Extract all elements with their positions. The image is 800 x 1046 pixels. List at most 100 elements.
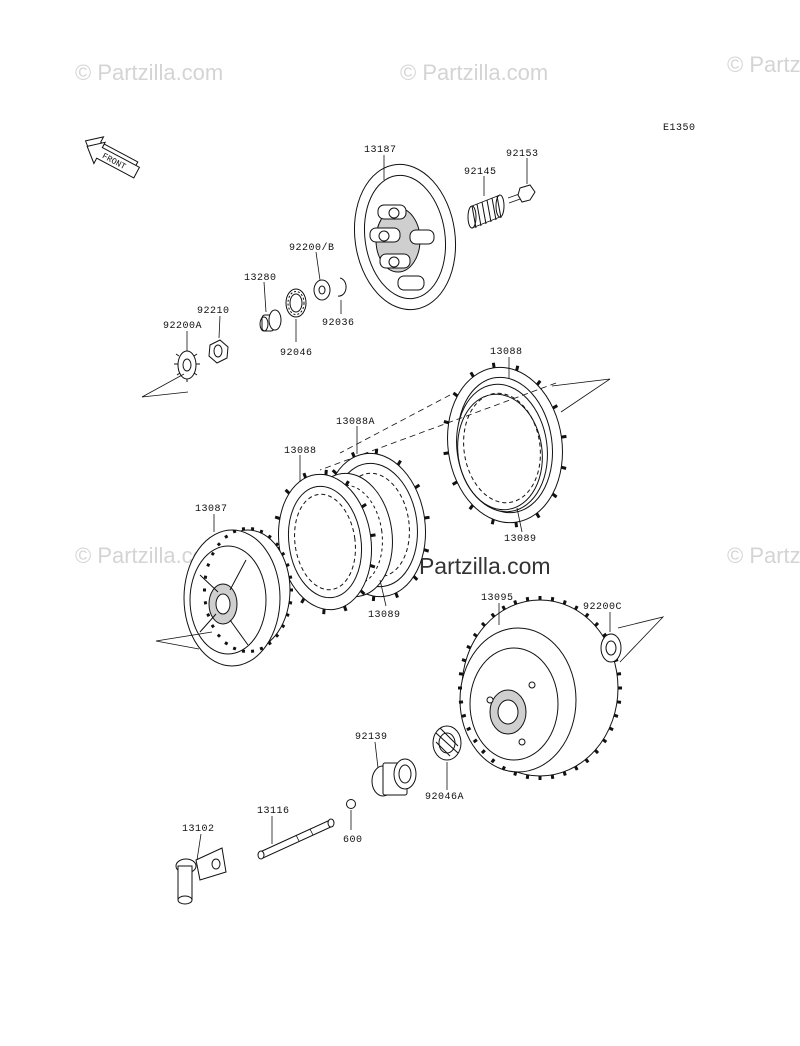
label-13088a: 13088A [336, 417, 375, 428]
tooth-mark [216, 542, 222, 547]
tooth-mark [374, 448, 379, 455]
label-92145: 92145 [464, 167, 497, 178]
bearing-92046 [285, 288, 307, 318]
tooth-mark [210, 624, 215, 629]
watermark-top-right: © Partzilla.com [727, 52, 800, 77]
pressure-plate-13187 [353, 163, 457, 311]
tooth-mark [562, 771, 567, 776]
tooth-mark [414, 483, 421, 490]
watermark-top-center: © Partzilla.com [400, 60, 548, 85]
tooth-mark [469, 371, 475, 378]
label-600: 600 [343, 835, 363, 846]
diagram-code: E1350 [663, 123, 696, 134]
tooth-mark [584, 612, 590, 618]
tooth-mark [267, 534, 272, 539]
lever-13102 [175, 847, 227, 905]
tooth-mark [514, 521, 519, 528]
label-13280: 13280 [244, 273, 277, 284]
tooth-mark [616, 700, 622, 704]
label-92036: 92036 [322, 318, 355, 329]
tooth-mark [443, 451, 449, 456]
label-92200a: 92200A [163, 321, 202, 332]
tooth-mark [285, 563, 290, 567]
tooth-mark [206, 563, 211, 567]
tooth-mark [574, 765, 579, 771]
label-13089-mid: 13089 [368, 610, 401, 621]
tooth-mark [461, 713, 467, 718]
tooth-mark [451, 480, 458, 486]
tooth-mark [274, 633, 280, 638]
tooth-mark [584, 758, 590, 764]
tooth-mark [342, 605, 348, 612]
tooth-mark [616, 672, 622, 676]
tooth-mark [561, 434, 567, 439]
tooth-mark [288, 575, 293, 579]
pushrod-13116 [257, 818, 335, 860]
tooth-mark [300, 597, 306, 604]
tooth-mark [515, 365, 520, 371]
tooth-mark [452, 391, 459, 398]
tooth-mark [461, 658, 467, 663]
tooth-mark [468, 504, 474, 511]
watermark-top-left: © Partzilla.com [75, 60, 223, 85]
watermark-mid-right: © Partzilla.com [727, 543, 800, 568]
label-92046: 92046 [280, 348, 313, 359]
label-92139: 92139 [355, 732, 388, 743]
tooth-mark [203, 575, 208, 579]
tooth-mark [562, 600, 567, 605]
label-92153: 92153 [506, 149, 539, 160]
tooth-mark [288, 601, 293, 605]
tooth-mark [501, 605, 506, 611]
tooth-mark [412, 575, 419, 581]
tooth-mark [472, 738, 478, 744]
tooth-mark [613, 713, 619, 718]
tooth-mark [501, 765, 506, 771]
tooth-mark [344, 480, 350, 487]
watermark-center: ©Partzilla.com [402, 553, 551, 579]
bolt-92153 [507, 184, 536, 204]
tooth-mark [551, 492, 558, 499]
tooth-mark [203, 601, 208, 605]
tooth-mark [608, 726, 614, 732]
tooth-mark [423, 548, 430, 553]
tooth-mark [267, 641, 272, 646]
tooth-mark [285, 613, 290, 617]
spring-92145 [467, 194, 505, 229]
washer-92200b [313, 279, 331, 301]
tooth-mark [560, 465, 567, 470]
label-13087: 13087 [195, 504, 228, 515]
tooth-mark [369, 563, 376, 569]
label-13088-left: 13088 [284, 446, 317, 457]
label-92200b: 92200/B [289, 242, 335, 254]
tooth-mark [535, 512, 541, 519]
tooth-mark [550, 596, 555, 602]
tooth-mark [525, 596, 530, 602]
label-13102: 13102 [182, 824, 215, 835]
pusher-13280 [259, 309, 282, 332]
tooth-mark [536, 379, 542, 386]
steel-plate-13089-right [457, 393, 543, 511]
tooth-mark [602, 738, 608, 744]
tooth-mark [274, 515, 281, 521]
friction-plate-13088-right [443, 362, 567, 528]
tooth-mark [466, 644, 472, 650]
tooth-mark [490, 612, 496, 618]
tooth-mark [525, 774, 530, 780]
tooth-mark [206, 613, 211, 617]
label-13116: 13116 [257, 806, 290, 817]
tooth-mark [361, 502, 367, 509]
tooth-mark [480, 749, 486, 755]
tooth-mark [574, 605, 579, 611]
tooth-mark [550, 774, 555, 780]
nut-92210 [208, 339, 229, 364]
bearing-92046a [432, 725, 462, 761]
tooth-mark [458, 672, 464, 676]
tooth-mark [371, 595, 376, 602]
tooth-mark [424, 515, 430, 520]
tooth-mark [284, 488, 291, 495]
circlip-92036 [337, 277, 347, 297]
tooth-mark [513, 771, 518, 776]
label-92046a: 92046A [425, 792, 464, 803]
tooth-mark [491, 362, 496, 369]
